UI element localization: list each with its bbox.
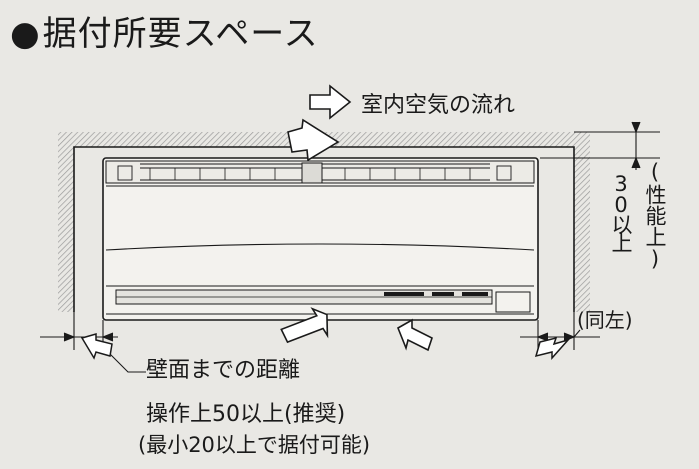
- airflow-legend-arrow: [309, 84, 352, 120]
- right-clearance-note: (同左): [577, 308, 633, 332]
- wall-distance-title: 壁面までの距離: [146, 358, 301, 383]
- bullet-icon: ●: [10, 14, 41, 54]
- page-title: ●据付所要スペース: [10, 14, 319, 54]
- wall-distance-minimum: (最小20以上で据付可能): [138, 433, 371, 457]
- top-clearance-note: (性能上): [643, 160, 667, 271]
- indoor-unit: [102, 157, 539, 321]
- left-dim-arrow: [80, 333, 113, 360]
- outlet-arrow-left: [280, 307, 329, 344]
- outlet-arrow-right: [396, 318, 433, 352]
- title-text: 据付所要スペース: [42, 14, 319, 54]
- intake-arrow: [287, 118, 340, 162]
- right-dim-arrow: [534, 336, 571, 360]
- airflow-label: 室内空気の流れ: [361, 93, 516, 118]
- top-clearance-value: 30以上: [609, 172, 633, 250]
- wall-distance-recommended: 操作上50以上(推奨): [146, 402, 346, 427]
